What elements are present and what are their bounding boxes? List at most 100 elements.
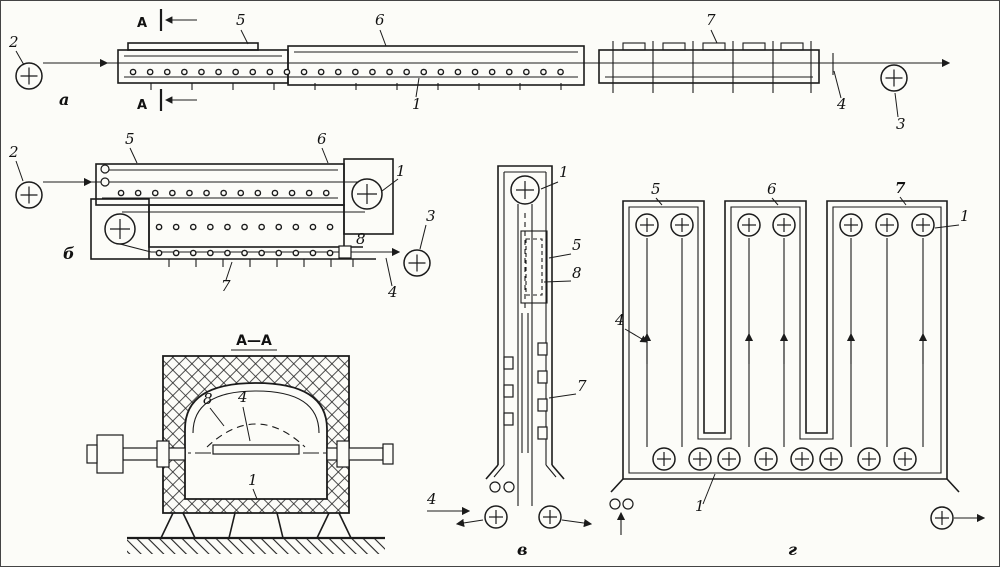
label-bottom-roll: 1 [695,497,705,515]
labels-a: 2 5 6 7 1 4 3 а [8,11,906,133]
panel-letter-b: б [63,244,75,263]
muffle-section [520,230,548,304]
label-tower-3: 7 [895,179,906,197]
zone-1-shell [117,49,289,84]
labels-v: 1 5 8 7 4 в [426,163,587,559]
top-roll [635,213,659,237]
scheme-a: А А 2 5 6 7 1 4 3 а [8,9,951,133]
top-roll [875,213,899,237]
muffle-dashed-arc [206,423,306,448]
panel-letter-a: а [59,90,69,109]
furnace-shell-b [90,158,394,260]
tower-shell [485,165,565,480]
support-ticks-a [150,83,562,90]
bottom-roll [754,447,778,471]
label-coiler: 3 [426,207,436,225]
drive-box [96,434,124,474]
label-zone-2: 6 [375,11,385,29]
label-tower-1: 5 [651,180,661,198]
panel-letter-g: г [788,540,797,559]
label-top-roll: 1 [960,207,970,225]
label-strip: 4 [614,311,625,329]
bottom-roll [717,447,741,471]
strip-passes-g [646,238,924,447]
label-hearth: 1 [248,471,258,489]
panel-letter-v: в [517,540,528,559]
section-plane-mark-bottom: А [137,89,197,113]
coiler-roll [403,249,431,277]
label-zone-3: 7 [221,277,231,295]
uncoiler-roll [15,62,43,90]
label-seal: 8 [356,230,366,248]
entry-seal-roll [622,498,634,510]
exit-seal-box [338,245,352,259]
scheme-b: 2 5 6 1 3 7 8 4 б [8,130,436,301]
labels-aa: 8 4 1 [203,388,258,500]
top-turn-roll [510,175,540,205]
shaft-left [122,447,186,461]
bottom-roll-right [538,505,562,529]
label-zone-2: 6 [317,130,327,148]
turn-roll-right [351,178,383,210]
label-muffle: 8 [203,390,213,408]
scheme-g: 5 6 7 1 1 4 г [609,179,986,559]
section-mark-bottom-text: А [137,98,147,113]
bottom-roll [688,447,712,471]
top-roll [737,213,761,237]
seal-roll [489,481,501,493]
tower-shell-g [610,200,960,493]
bottom-roll [819,447,843,471]
top-roll [670,213,694,237]
label-zone-2: 7 [577,377,587,395]
exit-arrow-left [455,518,484,527]
bottom-roll [857,447,881,471]
label-tower-2: 6 [767,180,777,198]
turn-roll-left [104,213,136,245]
flange-left [156,440,170,468]
middle-chamber [148,204,345,248]
furnace-lining-crosshatch [162,355,350,514]
hearth-rollers-b [117,189,353,257]
label-turn-roll: 1 [396,162,406,180]
right-turn-chamber [343,158,394,235]
label-zone-1: 5 [572,236,582,254]
label-zone-3: 7 [706,11,716,29]
label-strip: 1 [412,95,422,113]
entry-guide-roll [100,164,110,174]
bottom-roll [652,447,676,471]
label-seal: 4 [836,95,847,113]
cross-section-aa: А—А 8 4 1 [86,333,394,554]
top-roll [911,213,935,237]
label-zone-1: 5 [125,130,135,148]
dome-arch [192,390,320,434]
furnace-legs [160,512,352,539]
flange-right [336,440,350,468]
label-entry: 4 [426,490,437,508]
bottom-roll [893,447,917,471]
zone-3-burner-ports [612,41,812,93]
label-uncoiler: 2 [8,143,19,161]
shaft-assembly [86,434,394,474]
coiler-roll [880,64,908,92]
label-zone-1: 5 [236,11,246,29]
top-roll [772,213,796,237]
section-plane-mark-top: А [137,9,197,31]
labels-b: 2 5 6 1 3 7 8 4 б [8,130,436,301]
label-muffle: 8 [572,264,582,282]
label-strip: 4 [237,388,248,406]
labels-g: 5 6 7 1 1 4 г [614,179,970,559]
zone-3-shell [598,49,820,84]
shaft-right [326,447,384,461]
seal-roll [503,481,515,493]
label-uncoiler: 2 [8,33,19,51]
top-roll [839,213,863,237]
shaft-nut [382,443,394,465]
ground-hatch [127,539,385,554]
exit-roll [930,506,954,530]
bottom-roll-left [484,505,508,529]
heater-tabs [503,313,548,453]
exit-arrow-right [561,518,593,528]
uncoiler-roll [15,181,43,209]
